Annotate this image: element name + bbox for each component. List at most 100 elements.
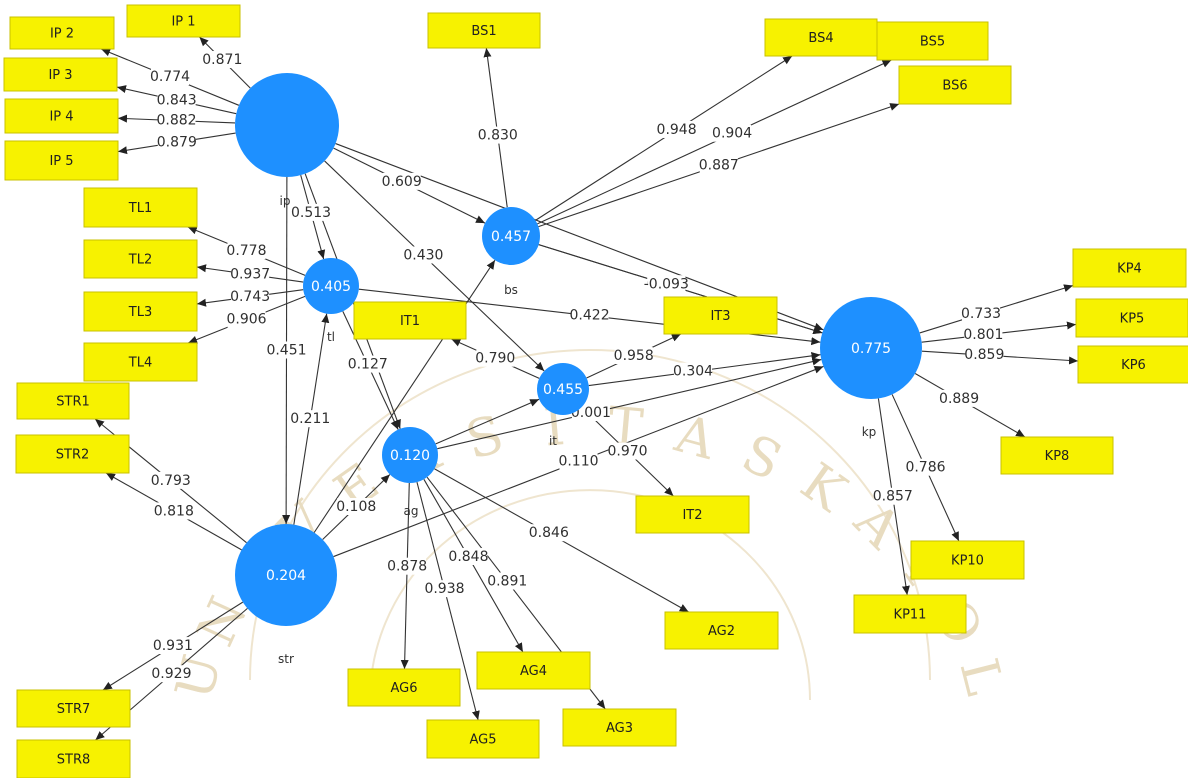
indicator-it2[interactable]: IT2	[635, 495, 750, 534]
indicator-label: STR8	[57, 753, 91, 768]
indicator-box	[83, 342, 198, 382]
indicator-label: AG2	[708, 624, 735, 639]
latent-variable-circle	[482, 207, 540, 265]
indicator-box	[426, 719, 540, 759]
indicator-str1[interactable]: STR1	[16, 382, 130, 420]
indicator-ip1[interactable]: IP 1	[126, 4, 241, 38]
path-coefficient-ip-tl: 0.513	[291, 205, 331, 221]
indicator-box	[910, 540, 1025, 580]
latent-variable-name: kp	[862, 425, 877, 439]
indicator-tl2[interactable]: TL2	[83, 239, 198, 279]
indicator-kp11[interactable]: KP11	[853, 594, 967, 634]
indicator-kp8[interactable]: KP8	[1000, 436, 1114, 475]
latent-variable-name: ag	[404, 504, 419, 518]
indicator-box	[16, 689, 131, 728]
indicator-str2[interactable]: STR2	[15, 434, 130, 474]
indicator-bs6[interactable]: BS6	[898, 65, 1012, 105]
coefficient-label-bg	[227, 310, 266, 328]
path-coefficient-it-IT2: 0.970	[607, 444, 647, 460]
coefficient-label-bg	[151, 471, 190, 489]
indicator-box	[347, 668, 461, 707]
coefficient-label-bg	[964, 326, 1003, 344]
path-coefficient-str-STR7: 0.931	[153, 638, 193, 654]
path-coefficient-bs-BS6: 0.887	[699, 157, 739, 173]
path-ag-to-AG6	[400, 482, 410, 670]
indicator-ag3[interactable]: AG3	[562, 708, 677, 747]
indicator-ip3[interactable]: IP 3	[3, 57, 118, 92]
r-squared-value: 0.455	[543, 382, 583, 398]
coefficient-label-bg	[267, 341, 306, 359]
path-coefficient-ip-bs: 0.609	[382, 174, 422, 190]
coefficient-label-bg	[570, 306, 609, 324]
watermark-letter: L	[947, 653, 1014, 701]
indicator-bs4[interactable]: BS4	[764, 18, 878, 57]
indicator-box	[664, 611, 779, 650]
indicator-label: AG3	[606, 721, 633, 736]
indicator-bs1[interactable]: BS1	[427, 12, 541, 49]
indicator-kp10[interactable]: KP10	[910, 540, 1025, 580]
path-coefficient-tl-TL2: 0.937	[230, 267, 270, 283]
coefficient-label-bg	[404, 246, 443, 264]
path-coefficient-kp-KP10: 0.786	[905, 460, 945, 476]
indicator-kp4[interactable]: KP4	[1072, 248, 1187, 288]
latent-variable-name: tl	[327, 330, 335, 344]
path-coefficient-tl-TL4: 0.906	[227, 312, 267, 328]
indicator-box	[1077, 345, 1188, 384]
indicator-ip2[interactable]: IP 2	[9, 16, 115, 50]
indicator-tl1[interactable]: TL1	[83, 187, 198, 228]
indicator-ag5[interactable]: AG5	[426, 719, 540, 759]
coefficient-label-bg	[657, 120, 696, 138]
path-coefficient-tl-TL3: 0.743	[230, 289, 270, 305]
indicator-str8[interactable]: STR8	[16, 739, 131, 778]
indicator-ag2[interactable]: AG2	[664, 611, 779, 650]
coefficient-label-bg	[227, 242, 266, 260]
latent-variable-ip[interactable]: ip	[235, 73, 339, 208]
coefficient-label-bg	[157, 91, 196, 109]
indicator-tl3[interactable]: TL3	[83, 291, 198, 332]
indicator-ip5[interactable]: IP 5	[4, 140, 119, 181]
indicator-it3[interactable]: IT3	[663, 296, 778, 335]
indicator-label: AG4	[520, 664, 547, 679]
indicator-bs5[interactable]: BS5	[876, 21, 989, 61]
indicator-str7[interactable]: STR7	[16, 689, 131, 728]
latent-variable-circle	[303, 258, 359, 314]
coefficient-label-bg	[203, 51, 242, 69]
indicator-kp5[interactable]: KP5	[1075, 298, 1188, 338]
indicator-label: BS5	[920, 35, 945, 50]
r-squared-value: 0.120	[390, 448, 430, 464]
latent-variable-ag[interactable]: 0.120 ag	[382, 427, 438, 518]
latent-variable-name: ip	[280, 194, 291, 208]
latent-variable-name: str	[278, 652, 294, 666]
coefficient-label-bg	[614, 347, 653, 365]
path-bs-to-BS4	[535, 55, 793, 221]
latent-variable-circle	[820, 297, 922, 399]
indicator-box	[126, 4, 241, 38]
indicator-label: IT2	[682, 508, 702, 523]
r-squared-value: 0.775	[851, 341, 891, 357]
latent-variable-tl[interactable]: 0.405 tl	[303, 258, 359, 344]
indicator-ag6[interactable]: AG6	[347, 668, 461, 707]
indicator-label: KP10	[951, 554, 984, 569]
indicator-box	[1000, 436, 1114, 475]
path-coefficient-ag-AG2: 0.846	[529, 525, 569, 541]
indicator-it1[interactable]: IT1	[353, 301, 467, 340]
indicator-box	[4, 98, 119, 134]
indicator-box	[9, 16, 115, 50]
indicator-tl4[interactable]: TL4	[83, 342, 198, 382]
path-ip-to-it	[324, 160, 545, 372]
indicator-box	[898, 65, 1012, 105]
indicator-box	[562, 708, 677, 747]
indicator-ag4[interactable]: AG4	[476, 651, 591, 690]
watermark-letter: A	[668, 404, 722, 472]
latent-variable-kp[interactable]: 0.775 kp	[820, 297, 922, 439]
indicator-kp6[interactable]: KP6	[1077, 345, 1188, 384]
indicator-label: AG6	[390, 681, 417, 696]
indicator-ip4[interactable]: IP 4	[4, 98, 119, 134]
indicator-label: BS6	[942, 79, 967, 94]
coefficient-label-bg	[674, 362, 713, 380]
r-squared-value: 0.405	[311, 279, 351, 295]
